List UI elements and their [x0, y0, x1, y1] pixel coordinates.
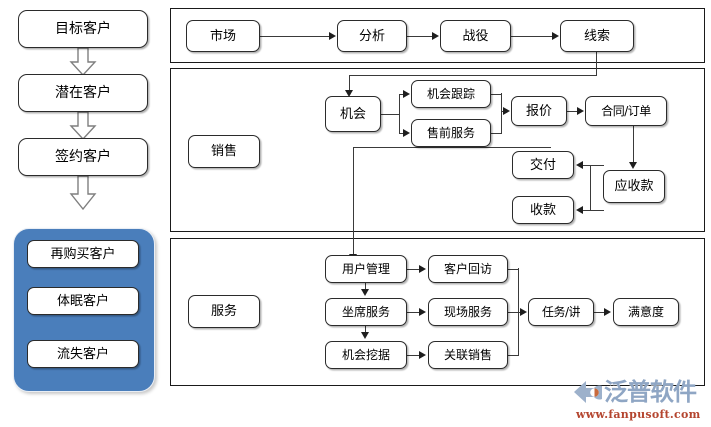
edge-receivable-to-collection [583, 209, 591, 211]
panel-item-churned-customer[interactable]: 流失客户 [27, 340, 139, 368]
section-label-service: 服务 [188, 295, 260, 328]
edge-campaign-to-lead [511, 35, 553, 37]
node-receivable[interactable]: 应收款 [603, 170, 665, 203]
edge-receivable-bottom-stub [590, 209, 604, 211]
node-opportunity-mining[interactable]: 机会挖据 [325, 341, 407, 369]
edge-sales-to-service-horizontal [353, 146, 551, 148]
edge-agent-to-onsite [407, 311, 420, 313]
panel-item-dormant-customer[interactable]: 体眠客户 [27, 287, 139, 315]
arrowhead-task-to-satisfaction-icon [604, 307, 611, 316]
node-analysis[interactable]: 分析 [337, 20, 407, 52]
node-opportunity-tracking[interactable]: 机会跟踪 [411, 80, 491, 108]
section-frame-sales [170, 68, 705, 232]
funnel-arrow-3-icon [69, 176, 97, 210]
edge-user-mgmt-to-agent [365, 283, 367, 291]
edge-opportunity-to-tracking [399, 93, 404, 95]
edge-user-mgmt-to-revisit [407, 268, 420, 270]
arrowhead-market-to-analysis-icon [329, 31, 336, 40]
arrowhead-quotation-to-contract-icon [577, 106, 584, 115]
node-cross-selling[interactable]: 关联销售 [428, 341, 508, 369]
edge-merge-bracket [501, 93, 503, 133]
arrowhead-receivable-to-delivery-icon [576, 160, 583, 169]
edge-tracking-merge [491, 93, 502, 95]
edge-receivable-top-stub [590, 164, 604, 166]
edge-agent-to-mining [365, 326, 367, 334]
node-presales-service[interactable]: 售前服务 [411, 119, 491, 147]
node-task-lecture[interactable]: 任务/讲 [528, 298, 594, 326]
edge-sales-to-service-vertical [353, 146, 355, 257]
node-onsite-service[interactable]: 现场服务 [428, 298, 508, 326]
node-opportunity[interactable]: 机会 [325, 96, 381, 132]
arrowhead-contract-to-receivable-icon [629, 162, 638, 169]
node-lead[interactable]: 线索 [560, 20, 634, 52]
section-frame-market [170, 8, 705, 63]
arrowhead-opportunity-to-tracking-icon [403, 89, 410, 98]
arrowhead-merge-to-task-icon [520, 307, 527, 316]
arrowhead-user-mgmt-to-agent-icon [361, 289, 370, 296]
edge-contract-to-receivable [633, 126, 635, 164]
edge-receivable-to-delivery [583, 164, 591, 166]
edge-task-to-satisfaction [594, 311, 605, 313]
arrowhead-opportunity-to-presales-icon [403, 128, 410, 137]
edge-presales-merge [491, 132, 502, 134]
edge-market-to-analysis [260, 35, 330, 37]
arrowhead-merge-to-quotation-icon [503, 106, 510, 115]
node-customer-revisit[interactable]: 客户回访 [428, 255, 508, 283]
section-frame-service [170, 238, 705, 386]
edge-onsite-merge [508, 311, 519, 313]
edge-mining-to-crosssell [407, 354, 420, 356]
watermark-brand: 泛普软件 [604, 378, 697, 406]
arrowhead-receivable-to-collection-icon [576, 205, 583, 214]
edge-quotation-to-contract [567, 110, 578, 112]
node-user-management[interactable]: 用户管理 [325, 255, 407, 283]
node-agent-service[interactable]: 坐席服务 [325, 298, 407, 326]
arrowhead-analysis-to-campaign-icon [432, 31, 439, 40]
edge-revisit-merge [508, 268, 519, 270]
funnel-arrow-2-icon [69, 112, 97, 140]
arrowhead-user-mgmt-to-revisit-icon [419, 264, 426, 273]
funnel-stage-signed-customer[interactable]: 签约客户 [18, 138, 148, 176]
funnel-stage-prospect-customer[interactable]: 潜在客户 [18, 74, 148, 112]
edge-merge-to-task [518, 311, 521, 313]
edge-crosssell-merge [508, 354, 519, 356]
arrowhead-campaign-to-lead-icon [552, 31, 559, 40]
panel-item-repeat-customer[interactable]: 再购买客户 [27, 240, 139, 268]
edge-merge-to-quotation [501, 110, 504, 112]
watermark: 泛普软件 www.fanpusoft.com [572, 377, 708, 423]
edge-opportunity-bracket [399, 94, 401, 133]
node-quotation[interactable]: 报价 [511, 96, 567, 126]
funnel-arrow-1-icon [69, 48, 97, 76]
node-contract-order[interactable]: 合同/订单 [585, 96, 667, 126]
edge-opportunity-to-presales [399, 132, 404, 134]
node-satisfaction[interactable]: 满意度 [613, 298, 679, 326]
node-campaign[interactable]: 战役 [440, 20, 511, 52]
arrowhead-agent-to-mining-icon [361, 332, 370, 339]
edge-opportunity-stub [381, 113, 400, 115]
funnel-stage-target-customer[interactable]: 目标客户 [18, 10, 148, 48]
node-market[interactable]: 市场 [186, 20, 260, 52]
watermark-url: www.fanpusoft.com [576, 408, 701, 421]
arrowhead-mining-to-crosssell-icon [419, 350, 426, 359]
edge-analysis-to-campaign [407, 35, 433, 37]
node-collection[interactable]: 收款 [512, 196, 574, 224]
section-label-sales: 销售 [188, 135, 260, 168]
edge-receivable-bracket [590, 164, 592, 211]
fanpu-logo-icon [574, 381, 602, 403]
arrowhead-agent-to-onsite-icon [419, 307, 426, 316]
node-delivery[interactable]: 交付 [512, 151, 574, 179]
arrowhead-lead-to-opportunity-icon [345, 90, 354, 97]
